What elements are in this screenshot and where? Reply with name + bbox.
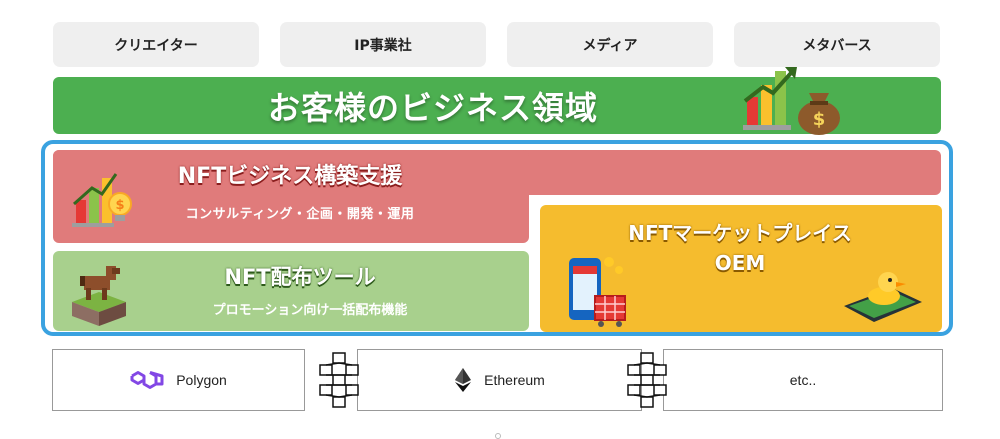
client-media: メディア: [507, 22, 713, 67]
business-domain-title: お客様のビジネス領域: [267, 88, 598, 127]
growth-chart-icon: [743, 67, 797, 130]
svg-text:$: $: [115, 198, 124, 213]
money-bag-icon: $: [798, 93, 840, 135]
pagination-dot[interactable]: [495, 433, 501, 439]
chain-polygon: Polygon: [52, 349, 305, 411]
distribution-tool-subtitle: プロモーション向け一括配布機能: [212, 303, 408, 318]
client-creator: クリエイター: [53, 22, 259, 67]
service-frame: [41, 140, 953, 336]
distribution-tool-title: NFT配布ツール: [224, 265, 376, 289]
marketplace-title-line1: NFTマーケットプレイス: [628, 221, 852, 245]
business-domain-banner: お客様のビジネス領域 $: [53, 67, 941, 135]
client-metaverse: メタバース: [734, 22, 940, 67]
chain-ethereum: Ethereum: [357, 349, 642, 411]
marketplace-title: NFTマーケットプレイス OEM: [590, 218, 890, 278]
polygon-icon: [130, 371, 164, 389]
build-support-title: NFTビジネス構築支援: [177, 164, 403, 189]
voxel-horse-icon: [72, 266, 126, 326]
chart-bulb-icon: $: [72, 173, 132, 227]
ethereum-icon: [455, 368, 472, 392]
chain-polygon-label: Polygon: [176, 372, 227, 388]
marketplace-title-line2: OEM: [714, 251, 766, 275]
blockchain-link-icon: [627, 352, 667, 408]
chain-ethereum-label: Ethereum: [484, 372, 545, 388]
chain-others-label: etc..: [789, 372, 817, 388]
phone-shop-icon: [569, 257, 626, 327]
svg-text:$: $: [813, 109, 826, 130]
phone-duck-icon: [844, 272, 922, 322]
chain-others: etc..: [663, 349, 943, 411]
build-support-panel: [53, 150, 529, 243]
distribution-tool-panel: [53, 251, 529, 331]
build-support-subtitle: コンサルティング・企画・開発・運用: [185, 207, 415, 222]
blockchain-link-icon: [319, 352, 359, 408]
client-ip-company: IP事業社: [280, 22, 486, 67]
